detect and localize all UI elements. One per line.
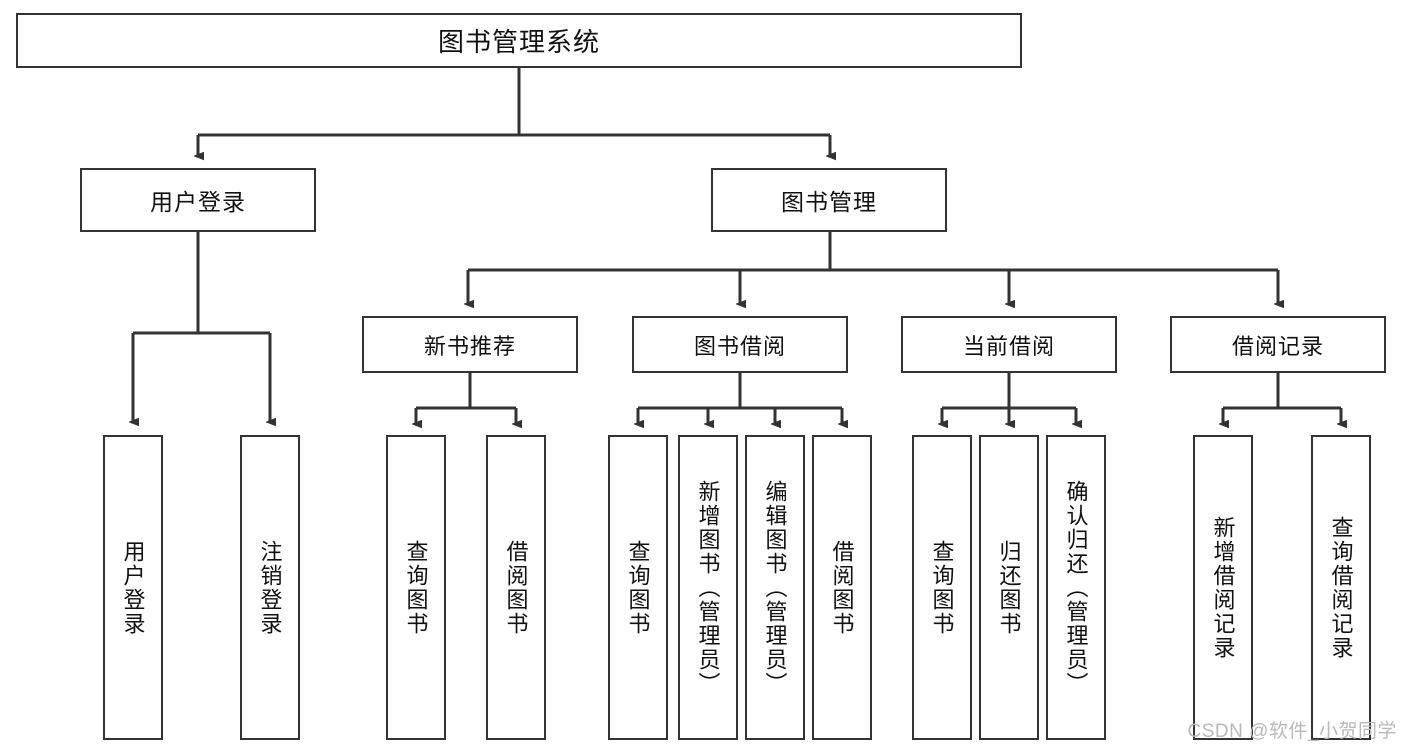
watermark: CSDN @软件_小贺同学	[1187, 721, 1397, 742]
leaf-recommend-borrow-book[interactable]: 借阅图书	[486, 435, 546, 740]
node-label: 图书借阅	[693, 333, 786, 359]
node-user-login[interactable]: 用户登录	[80, 168, 316, 232]
node-root-system[interactable]: 图书管理系统	[16, 13, 1022, 68]
node-label: 借阅图书	[503, 539, 529, 636]
node-book-borrow[interactable]: 图书借阅	[632, 316, 848, 373]
leaf-record-query-record[interactable]: 查询借阅记录	[1311, 435, 1371, 740]
node-label: 查询图书	[403, 539, 429, 636]
leaf-borrow-add-book-admin[interactable]: 新增图书（管理员）	[678, 435, 738, 740]
node-label: 新书推荐	[423, 333, 516, 359]
node-label: 查询借阅记录	[1328, 515, 1354, 660]
node-label: 新增图书（管理员）	[695, 479, 721, 696]
leaf-borrow-edit-book-admin[interactable]: 编辑图书（管理员）	[745, 435, 805, 740]
leaf-current-confirm-return-admin[interactable]: 确认归还（管理员）	[1046, 435, 1106, 740]
node-label: 借阅图书	[829, 539, 855, 636]
node-label: 归还图书	[996, 539, 1022, 636]
leaf-user-login-logout[interactable]: 注销登录	[240, 435, 300, 740]
node-label: 当前借阅	[962, 333, 1055, 359]
node-label: 用户登录	[150, 189, 246, 215]
node-label: 新增借阅记录	[1210, 515, 1236, 660]
node-label: 编辑图书（管理员）	[762, 479, 788, 696]
leaf-recommend-query-book[interactable]: 查询图书	[386, 435, 446, 740]
node-label: 注销登录	[257, 539, 283, 636]
leaf-record-add-record[interactable]: 新增借阅记录	[1193, 435, 1253, 740]
node-label: 查询图书	[625, 539, 651, 636]
node-borrow-record[interactable]: 借阅记录	[1170, 316, 1386, 373]
node-label: 确认归还（管理员）	[1063, 479, 1089, 696]
node-label: 借阅记录	[1231, 333, 1324, 359]
node-new-book-recommend[interactable]: 新书推荐	[362, 316, 578, 373]
node-label: 用户登录	[120, 539, 146, 636]
node-label: 图书管理	[781, 189, 877, 215]
node-label: 图书管理系统	[437, 27, 600, 57]
leaf-borrow-query-book[interactable]: 查询图书	[608, 435, 668, 740]
leaf-borrow-borrow-book[interactable]: 借阅图书	[812, 435, 872, 740]
leaf-current-return-book[interactable]: 归还图书	[979, 435, 1039, 740]
leaf-user-login-login[interactable]: 用户登录	[103, 435, 163, 740]
node-label: 查询图书	[929, 539, 955, 636]
leaf-current-query-book[interactable]: 查询图书	[912, 435, 972, 740]
node-current-borrow[interactable]: 当前借阅	[901, 316, 1117, 373]
node-book-management[interactable]: 图书管理	[711, 168, 947, 232]
